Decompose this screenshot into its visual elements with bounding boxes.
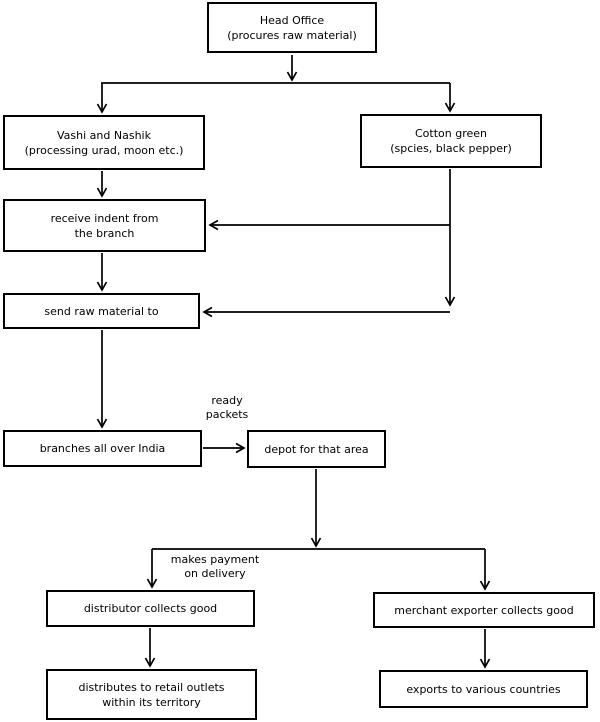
node-merchant-exporter-line1: merchant exporter collects good [394, 603, 574, 617]
node-send-raw-material-line1: send raw material to [44, 304, 159, 318]
node-cotton-green-line1: Cotton green [414, 127, 487, 140]
node-retail-outlets-line1: distributes to retail outlets [78, 680, 225, 694]
node-branches-india: branches all over India [3, 430, 202, 467]
node-retail-outlets-line2: within its territory [102, 695, 201, 709]
edge-label-makes-payment: makes payment on delivery [160, 553, 270, 581]
node-receive-indent-line2: the branch [74, 226, 135, 240]
node-exports: exports to various countries [379, 670, 588, 708]
node-exports-line1: exports to various countries [406, 682, 561, 696]
node-cotton-green-line2: (spcies, black pepper) [390, 142, 512, 155]
node-send-raw-material: send raw material to [3, 293, 200, 329]
node-distributor: distributor collects good [46, 590, 255, 627]
node-receive-indent: receive indent from the branch [3, 199, 206, 252]
node-cotton-green: Cotton green (spcies, black pepper) [360, 114, 542, 168]
edge-label-ready-packets-line1: ready [211, 394, 243, 407]
node-retail-outlets: distributes to retail outlets within its… [46, 669, 257, 720]
node-branches-india-line1: branches all over India [39, 442, 166, 455]
node-distributor-line1: distributor collects good [83, 602, 218, 615]
edge-label-makes-payment-line2: on delivery [184, 567, 246, 580]
node-head-office-line2: (procures raw material) [227, 28, 357, 42]
node-head-office-line1: Head Office [259, 13, 325, 27]
node-merchant-exporter: merchant exporter collects good [373, 592, 595, 628]
edge-label-ready-packets: ready packets [196, 394, 258, 422]
node-receive-indent-line1: receive indent from [50, 211, 159, 225]
node-vashi-nashik-line2: (processing urad, moon etc.) [24, 143, 184, 157]
edge-label-ready-packets-line2: packets [205, 408, 249, 421]
node-depot-line1: depot for that area [264, 442, 369, 456]
edge-label-makes-payment-line1: makes payment [170, 553, 260, 566]
node-vashi-nashik: Vashi and Nashik (processing urad, moon … [3, 115, 205, 170]
node-depot: depot for that area [247, 430, 386, 468]
node-vashi-nashik-line1: Vashi and Nashik [57, 128, 151, 142]
node-head-office: Head Office (procures raw material) [207, 2, 377, 53]
